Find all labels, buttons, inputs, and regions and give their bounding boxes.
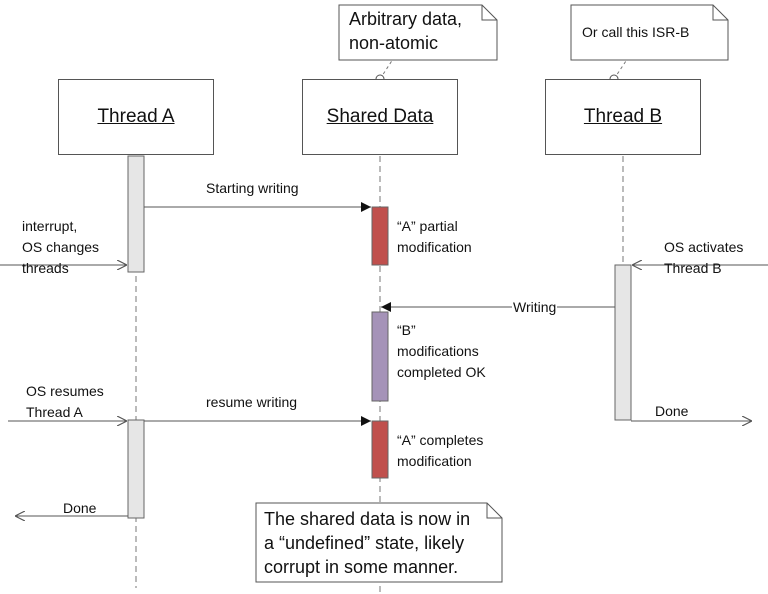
shared-note-connector	[379, 55, 396, 80]
thread-a-head: Thread A	[58, 79, 214, 155]
a-completes-label: “A” completes modification	[397, 432, 484, 469]
shared-data-title: Shared Data	[326, 106, 434, 127]
thread-b-activation	[614, 264, 632, 421]
b-modification-activation	[371, 311, 389, 402]
bottom-note-fold	[486, 503, 502, 519]
interrupt-label: interrupt, OS changes threads	[22, 218, 100, 276]
os-activates-label: OS activates Thread B	[664, 239, 744, 276]
starting-writing-label: Starting writing	[206, 180, 299, 196]
writing-label: Writing	[512, 297, 558, 318]
done-b-label: Done	[655, 403, 689, 419]
thread-b-note-connector	[613, 57, 629, 80]
done-a-label: Done	[63, 500, 97, 516]
bottom-note-text: The shared data is now in a “undefined” …	[264, 509, 471, 577]
shared-data-note-fold	[481, 5, 497, 21]
thread-a-activation-2	[127, 419, 145, 519]
os-resumes-label: OS resumes Thread A	[26, 383, 104, 420]
resume-writing-label: resume writing	[206, 394, 298, 410]
thread-b-note	[570, 4, 729, 61]
thread-b-head: Thread B	[545, 79, 701, 155]
a-partial-label: “A” partial modification	[397, 218, 472, 255]
a-completes-activation	[371, 420, 389, 479]
thread-a-activation-1	[127, 155, 145, 273]
shared-data-note-text: Arbitrary data, non-atomic	[349, 9, 463, 53]
thread-a-title: Thread A	[97, 106, 175, 127]
shared-data-head: Shared Data	[302, 79, 458, 155]
bottom-note	[255, 502, 503, 583]
b-modifications-label: “B” modifications completed OK	[397, 322, 486, 380]
shared-data-note	[338, 4, 498, 61]
thread-b-note-fold	[712, 5, 728, 21]
thread-b-note-text: Or call this ISR-B	[582, 24, 690, 40]
a-partial-activation	[371, 206, 389, 266]
thread-b-title: Thread B	[583, 106, 663, 127]
